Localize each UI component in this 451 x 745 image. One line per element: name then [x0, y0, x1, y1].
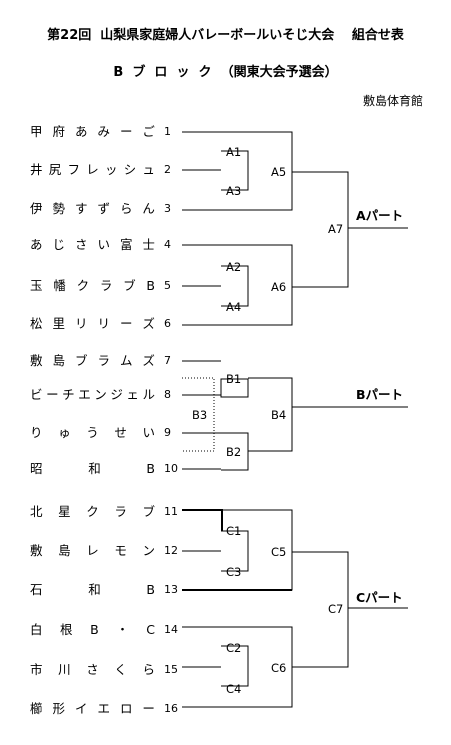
part-c-label: Cパート	[356, 590, 403, 605]
seed-number: 4	[164, 238, 171, 251]
bracket-line	[292, 171, 349, 288]
bracket-line	[221, 645, 249, 687]
match-label-c1: C1	[226, 524, 242, 538]
team-name: 松里リリーズ	[30, 316, 155, 331]
bracket-line	[182, 131, 293, 211]
match-label-a7: A7	[328, 222, 344, 236]
part-a-label: Aパート	[356, 208, 404, 223]
team-name: 櫛形イエロー	[30, 701, 155, 716]
seed-number: 9	[164, 426, 171, 439]
match-label-a6: A6	[271, 280, 287, 294]
seed-number: 11	[164, 505, 178, 518]
team-name: 敷島ブラムズ	[30, 353, 155, 368]
seed-number: 10	[164, 462, 178, 475]
seed-number: 2	[164, 163, 171, 176]
team-name: 甲府あみーご	[30, 124, 155, 139]
match-label-b3: B3	[192, 408, 208, 422]
match-label-b2: B2	[226, 445, 242, 459]
bracket-line	[292, 551, 349, 668]
seed-number: 6	[164, 317, 171, 330]
venue-label: 敷島体育館	[362, 94, 423, 108]
match-label-a5: A5	[271, 165, 287, 179]
page-title: 第22回 山梨県家庭婦人バレーボールいそじ大会 組合せ表	[47, 28, 404, 43]
part-b-label: Bパート	[356, 387, 404, 402]
match-label-c6: C6	[271, 661, 287, 675]
seed-number: 13	[164, 583, 178, 596]
team-name: 敷島レモン	[30, 543, 155, 558]
bracket-line	[221, 265, 249, 307]
seed-number: 7	[164, 354, 171, 367]
bracket-line	[182, 244, 293, 326]
match-label-a4: A4	[226, 300, 242, 314]
seed-number: 14	[164, 623, 178, 636]
seed-number: 16	[164, 702, 178, 715]
bracket-line	[248, 377, 293, 452]
match-label-c2: C2	[226, 641, 242, 655]
match-label-a1: A1	[226, 145, 242, 159]
match-label-b1: B1	[226, 372, 242, 386]
team-name: ビーチエンジェル	[30, 387, 155, 402]
block-subtitle: B ブ ロ ッ ク （関東大会予選会）	[113, 65, 338, 80]
match-label-c7: C7	[328, 602, 344, 616]
bracket-line-dotted	[182, 377, 215, 452]
seed-number: 8	[164, 388, 171, 401]
team-name: 伊勢すずらん	[30, 201, 155, 216]
match-label-c3: C3	[226, 565, 242, 579]
match-label-b4: B4	[271, 408, 287, 422]
match-label-c4: C4	[226, 682, 242, 696]
match-label-a2: A2	[226, 260, 242, 274]
team-name: 北星クラブ	[30, 504, 155, 519]
team-name: りゅうせい	[30, 425, 155, 440]
bracket-line-bold	[182, 509, 223, 531]
team-name: あじさい富士	[30, 237, 155, 252]
seed-number: 5	[164, 279, 171, 292]
match-label-c5: C5	[271, 545, 287, 559]
team-name: 井尻フレッシュ	[30, 162, 155, 177]
team-name: 市川さくら	[30, 662, 155, 677]
seed-number: 12	[164, 544, 178, 557]
bracket-line	[221, 530, 249, 572]
match-label-a3: A3	[226, 184, 242, 198]
seed-number: 15	[164, 663, 178, 676]
bracket-line	[220, 378, 249, 398]
bracket-line	[221, 150, 249, 191]
seed-number: 3	[164, 202, 171, 215]
seed-number: 1	[164, 125, 171, 138]
